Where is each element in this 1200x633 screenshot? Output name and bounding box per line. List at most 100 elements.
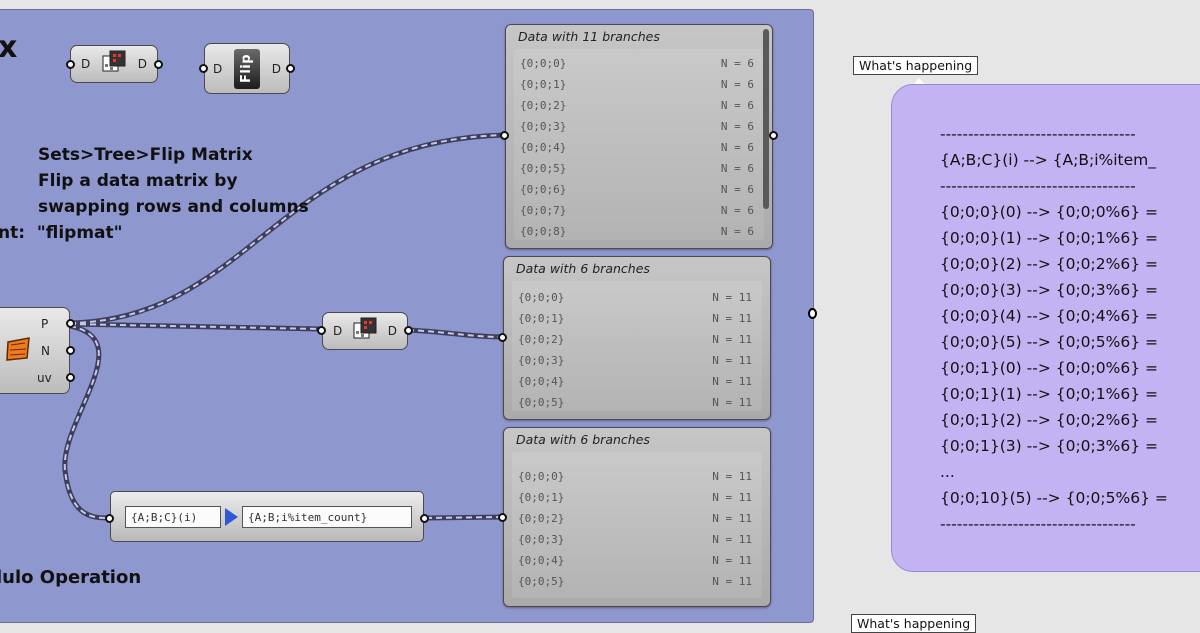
- branch-path: {0;0;8}: [520, 225, 567, 238]
- list-item: {0;0;6}N = 6: [520, 179, 754, 200]
- bubble-rule-header: {A;B;C}(i) --> {A;B;i%item_: [940, 151, 1157, 169]
- expression-input[interactable]: {A;B;C}(i): [125, 506, 221, 528]
- input-grip[interactable]: [66, 60, 75, 69]
- item-count: N = 11: [712, 554, 752, 567]
- output-grip-p[interactable]: [66, 319, 75, 328]
- item-count: N = 6: [720, 99, 754, 112]
- input-grip[interactable]: [317, 326, 326, 335]
- branch-path: {0;0;5}: [520, 162, 567, 175]
- branch-path: {0;0;3}: [518, 533, 565, 546]
- item-count: N = 11: [712, 575, 752, 588]
- branch-path: {0;0;6}: [520, 183, 567, 196]
- list-item: {0;0;1} N = 6: [520, 74, 754, 95]
- branch-path: {0;0;3}: [518, 354, 565, 367]
- scribble-tag[interactable]: What's happening: [853, 56, 979, 75]
- list-item: {0;0;2}N = 6: [520, 95, 754, 116]
- branch-path: {0;0;5}: [518, 575, 565, 588]
- list-item: {0;0;3} N = 11: [518, 350, 752, 371]
- flip-label-icon: Flip: [234, 48, 260, 89]
- item-count: N = 11: [712, 470, 752, 483]
- group-output-grip[interactable]: [808, 308, 817, 319]
- output-grip[interactable]: [420, 514, 429, 523]
- item-count: N = 11: [712, 375, 752, 388]
- output-grip-uv[interactable]: [66, 373, 75, 382]
- output-port-label: D: [387, 324, 397, 338]
- branch-path: {0;0;1}: [518, 312, 565, 325]
- panel-data-11-branches[interactable]: Data with 11 branches {0;0;0}N = 6 {0;0;…: [505, 24, 773, 249]
- bubble-divider: -----------------------------------: [940, 515, 1136, 533]
- pattern-component[interactable]: P N uv: [0, 307, 70, 394]
- group-title-fragment: x: [0, 30, 18, 65]
- bubble-line: {0;0;0}(0) --> {0;0;0%6} =: [940, 203, 1158, 221]
- list-item: {0;0;1}N = 11: [518, 308, 752, 329]
- list-item: {0;0;5} N = 11: [518, 571, 752, 592]
- panel-content: {0;0;0}N = 11 {0;0;1}N = 11 {0;0;2}N = 1…: [512, 452, 762, 598]
- item-count: N = 11: [712, 512, 752, 525]
- relative-item-expression[interactable]: {A;B;C}(i) {A;B;i%item_count}: [110, 491, 424, 542]
- input-port-label: D: [213, 61, 223, 76]
- branch-path: {0;0;4}: [520, 141, 567, 154]
- bubble-line: {0;0;0}(1) --> {0;0;1%6} =: [940, 229, 1158, 247]
- bubble-pointer: [912, 78, 926, 86]
- flip-matrix-component-top[interactable]: D D: [70, 45, 158, 83]
- list-item: {0;0;3} N = 6: [520, 116, 754, 137]
- bubble-line: {0;0;1}(1) --> {0;0;1%6} =: [940, 385, 1158, 403]
- flip-matrix-component-middle[interactable]: D D: [322, 312, 408, 350]
- output-port-uv: uv: [37, 371, 52, 385]
- branch-path: {0;0;0}: [518, 470, 565, 483]
- bubble-line: {0;0;1}(3) --> {0;0;3%6} =: [940, 437, 1158, 455]
- item-count: N = 6: [720, 141, 754, 154]
- list-item: {0;0;5}N = 11: [518, 392, 752, 413]
- bubble-line: {0;0;0}(3) --> {0;0;3%6} =: [940, 281, 1158, 299]
- scribble-tag-bottom[interactable]: What's happening: [851, 614, 977, 633]
- item-count: N = 6: [720, 78, 754, 91]
- flip-matrix-component-named[interactable]: D Flip D: [204, 43, 290, 94]
- branch-path: {0;0;0}: [520, 57, 567, 70]
- branch-path: {0;0;1}: [520, 78, 567, 91]
- input-grip[interactable]: [105, 514, 114, 523]
- item-count: N = 11: [712, 354, 752, 367]
- expression-output[interactable]: {A;B;i%item_count}: [242, 506, 412, 528]
- list-item: {0;0;2}N = 11: [518, 329, 752, 350]
- list-item: {0;0;4} N = 11: [518, 550, 752, 571]
- bubble-line: {0;0;0}(4) --> {0;0;4%6} =: [940, 307, 1158, 325]
- item-count: N = 11: [712, 291, 752, 304]
- pattern-icon: [5, 336, 31, 366]
- flip-label: Flip: [239, 53, 255, 84]
- output-grip-n[interactable]: [66, 346, 75, 355]
- input-grip[interactable]: [199, 64, 208, 73]
- panel-scrollbar[interactable]: [763, 29, 769, 209]
- bubble-line: {0;0;10}(5) --> {0;0;5%6} =: [940, 489, 1168, 507]
- panel-data-6-branches-b[interactable]: Data with 6 branches {0;0;0} N = 11 {0;0;…: [503, 427, 771, 607]
- bubble-line: {0;0;0}(2) --> {0;0;2%6} =: [940, 255, 1158, 273]
- flip-description-line-4: nt: "flipmat": [0, 223, 123, 243]
- output-port-label: D: [137, 57, 147, 71]
- list-item: {0;0;0} N = 11: [518, 466, 752, 487]
- branch-path: {0;0;3}: [520, 120, 567, 133]
- flip-description-line-3: swapping rows and columns: [38, 197, 309, 217]
- modulo-operation-title: lulo Operation: [0, 567, 142, 588]
- list-item: {0;0;4} N = 6: [520, 137, 754, 158]
- panel-title: Data with 6 branches: [516, 432, 650, 447]
- item-count: N = 6: [720, 204, 754, 217]
- branch-path: {0;0;1}: [518, 491, 565, 504]
- bubble-ellipsis: ...: [940, 463, 955, 481]
- input-grip[interactable]: [500, 131, 509, 140]
- branch-path: {0;0;4}: [518, 554, 565, 567]
- bubble-divider: -----------------------------------: [940, 177, 1136, 195]
- arrow-right-icon: [225, 508, 238, 526]
- output-port-label: D: [271, 61, 281, 76]
- item-count: N = 6: [720, 120, 754, 133]
- input-grip[interactable]: [498, 513, 507, 522]
- explanation-bubble[interactable]: ----------------------------------- {A;B…: [891, 84, 1200, 572]
- output-port-p: P: [41, 317, 49, 331]
- input-grip[interactable]: [498, 333, 507, 342]
- branch-path: {0;0;5}: [518, 396, 565, 409]
- output-grip[interactable]: [404, 326, 413, 335]
- panel-data-6-branches-a[interactable]: Data with 6 branches {0;0;0}N = 11 {0;0;…: [503, 256, 771, 420]
- output-grip[interactable]: [769, 131, 778, 140]
- output-grip[interactable]: [154, 60, 163, 69]
- output-grip[interactable]: [286, 64, 295, 73]
